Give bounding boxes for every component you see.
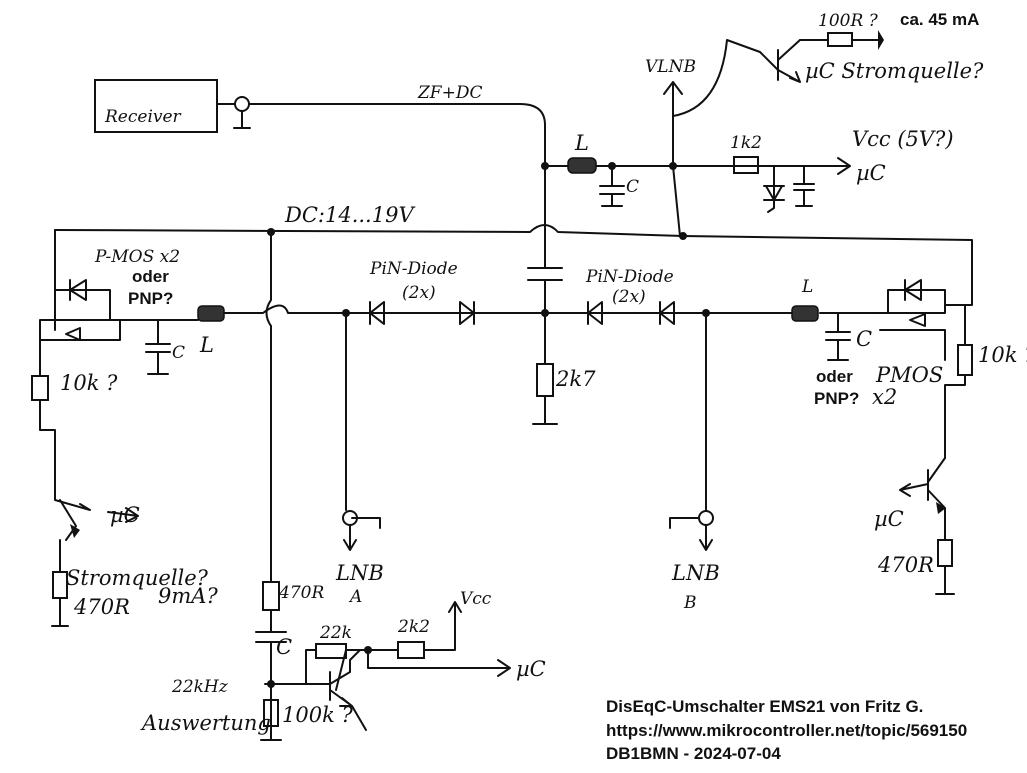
vlnb-arrow: [663, 81, 683, 237]
resistor-470r-left: [51, 539, 69, 627]
pmos-right-count: x2: [872, 385, 897, 409]
vcc-5v-label: Vcc (5V?): [852, 127, 954, 151]
resistor-100k: [263, 699, 279, 727]
pin-diode-b: [587, 301, 675, 325]
title-line2: https://www.mikrocontroller.net/topic/56…: [606, 721, 967, 740]
resistor-470r-right: [935, 531, 955, 595]
auswertung-label: Auswertung: [140, 711, 271, 735]
inductor-top: [567, 157, 597, 174]
lnb-a-sub: A: [348, 587, 362, 607]
receiver-label: Receiver: [104, 107, 182, 127]
lnb-a-connector: [342, 312, 381, 551]
node-cap-top: [608, 162, 616, 170]
res-470r-right-label: 470R: [877, 553, 934, 577]
res-10k-left-label: 10k ?: [60, 371, 118, 395]
capacitor-vcc: [793, 165, 815, 207]
output-uc-line: [359, 601, 511, 677]
lnb-b-connector: [669, 312, 714, 551]
pin-diode-b-count: (2x): [612, 287, 646, 307]
resistor-22k: [305, 643, 361, 691]
node-detect: [267, 680, 275, 688]
freq-22khz-label: 22kHz: [171, 677, 229, 697]
pin-diode-b-label: PiN-Diode: [585, 267, 674, 287]
capacitor-right: [825, 312, 851, 361]
node-zf: [541, 162, 549, 170]
pmos-left-label: P-MOS x2: [94, 247, 180, 267]
transistor-left: [54, 479, 139, 541]
current-9ma-label: 9mA?: [158, 584, 218, 608]
cap-top-label: C: [626, 177, 639, 197]
zf-dc-line: [248, 103, 546, 229]
stromquelle-left-label: Stromquelle?: [66, 566, 209, 590]
res-470r-left-label: 470R: [73, 595, 130, 619]
detect-line: [260, 683, 331, 741]
uc-stromquelle-top-label: µC Stromquelle?: [805, 59, 984, 83]
vlnb-to-transistor: [672, 39, 779, 117]
uc-bottom-label: µC: [516, 657, 546, 681]
lnb-a-label: LNB: [335, 561, 384, 585]
resistor-2k7: [532, 312, 558, 425]
res-2k2-label: 2k2: [397, 617, 430, 637]
transistor-right: [899, 457, 946, 533]
res-10k-right-label: 10k ?: [978, 343, 1027, 367]
inductor-left-label: L: [199, 333, 214, 357]
zener-diode: [763, 165, 785, 213]
resistor-2k2: [397, 641, 425, 659]
resistor-10k-left: [31, 369, 56, 481]
oder-left-label: oder: [132, 267, 169, 286]
uc-left-transistor-label: µC: [110, 503, 140, 527]
lnb-b-sub: B: [683, 593, 697, 613]
coupling-cap: [527, 227, 563, 313]
resistor-10k-right: [944, 304, 973, 459]
uc-right-top-label: µC: [856, 161, 886, 185]
receiver-block: Receiver: [94, 79, 218, 133]
main-rf-line: [224, 304, 881, 314]
res-100r-label: 100R ?: [818, 11, 879, 31]
node-output: [364, 646, 372, 654]
pnp-right-label: PNP?: [814, 389, 859, 408]
zf-dc-label: ZF+DC: [417, 83, 483, 103]
cap-left-label: C: [172, 343, 185, 363]
capacitor-mid: [255, 631, 287, 701]
inductor-right-label: L: [801, 277, 813, 297]
res-22k-label: 22k: [319, 623, 352, 643]
inductor-left: [197, 305, 225, 322]
pmos-left: [39, 279, 199, 371]
node-dc-bus: [679, 232, 687, 240]
pmos-right-label: PMOS: [875, 363, 943, 387]
pnp-left-label: PNP?: [128, 289, 173, 308]
resistor-470r-mid: [262, 231, 280, 633]
dc-bus: [54, 224, 973, 306]
pin-diode-a: [369, 301, 475, 325]
capacitor-left: [145, 319, 171, 375]
lnb-b-label: LNB: [671, 561, 720, 585]
connector-receiver: [216, 96, 251, 129]
title-line1: DisEqC-Umschalter EMS21 von Fritz G.: [606, 697, 923, 716]
inductor-right: [791, 305, 819, 322]
vlnb-label: VLNB: [645, 57, 696, 77]
vcc-bottom-label: Vcc: [460, 589, 492, 609]
uc-right-transistor-label: µC: [874, 507, 904, 531]
title-line3: DB1BMN - 2024-07-04: [606, 744, 781, 763]
res-1k2-label: 1k2: [730, 133, 762, 153]
transistor-top: [777, 30, 884, 83]
cap-mid-label: C: [276, 635, 292, 659]
oder-right-label: oder: [816, 367, 853, 386]
inductor-top-label: L: [574, 131, 589, 155]
capacitor-top: [599, 165, 625, 207]
pmos-right: [879, 279, 946, 361]
pin-diode-a-label: PiN-Diode: [369, 259, 458, 279]
res-470r-mid-label: 470R: [278, 583, 324, 603]
dc-range-label: DC:14...19V: [284, 203, 415, 227]
res-2k7-label: 2k7: [555, 367, 596, 391]
pin-diode-a-count: (2x): [402, 283, 436, 303]
current-45ma-label: ca. 45 mA: [900, 10, 979, 29]
cap-right-label: C: [856, 327, 872, 351]
